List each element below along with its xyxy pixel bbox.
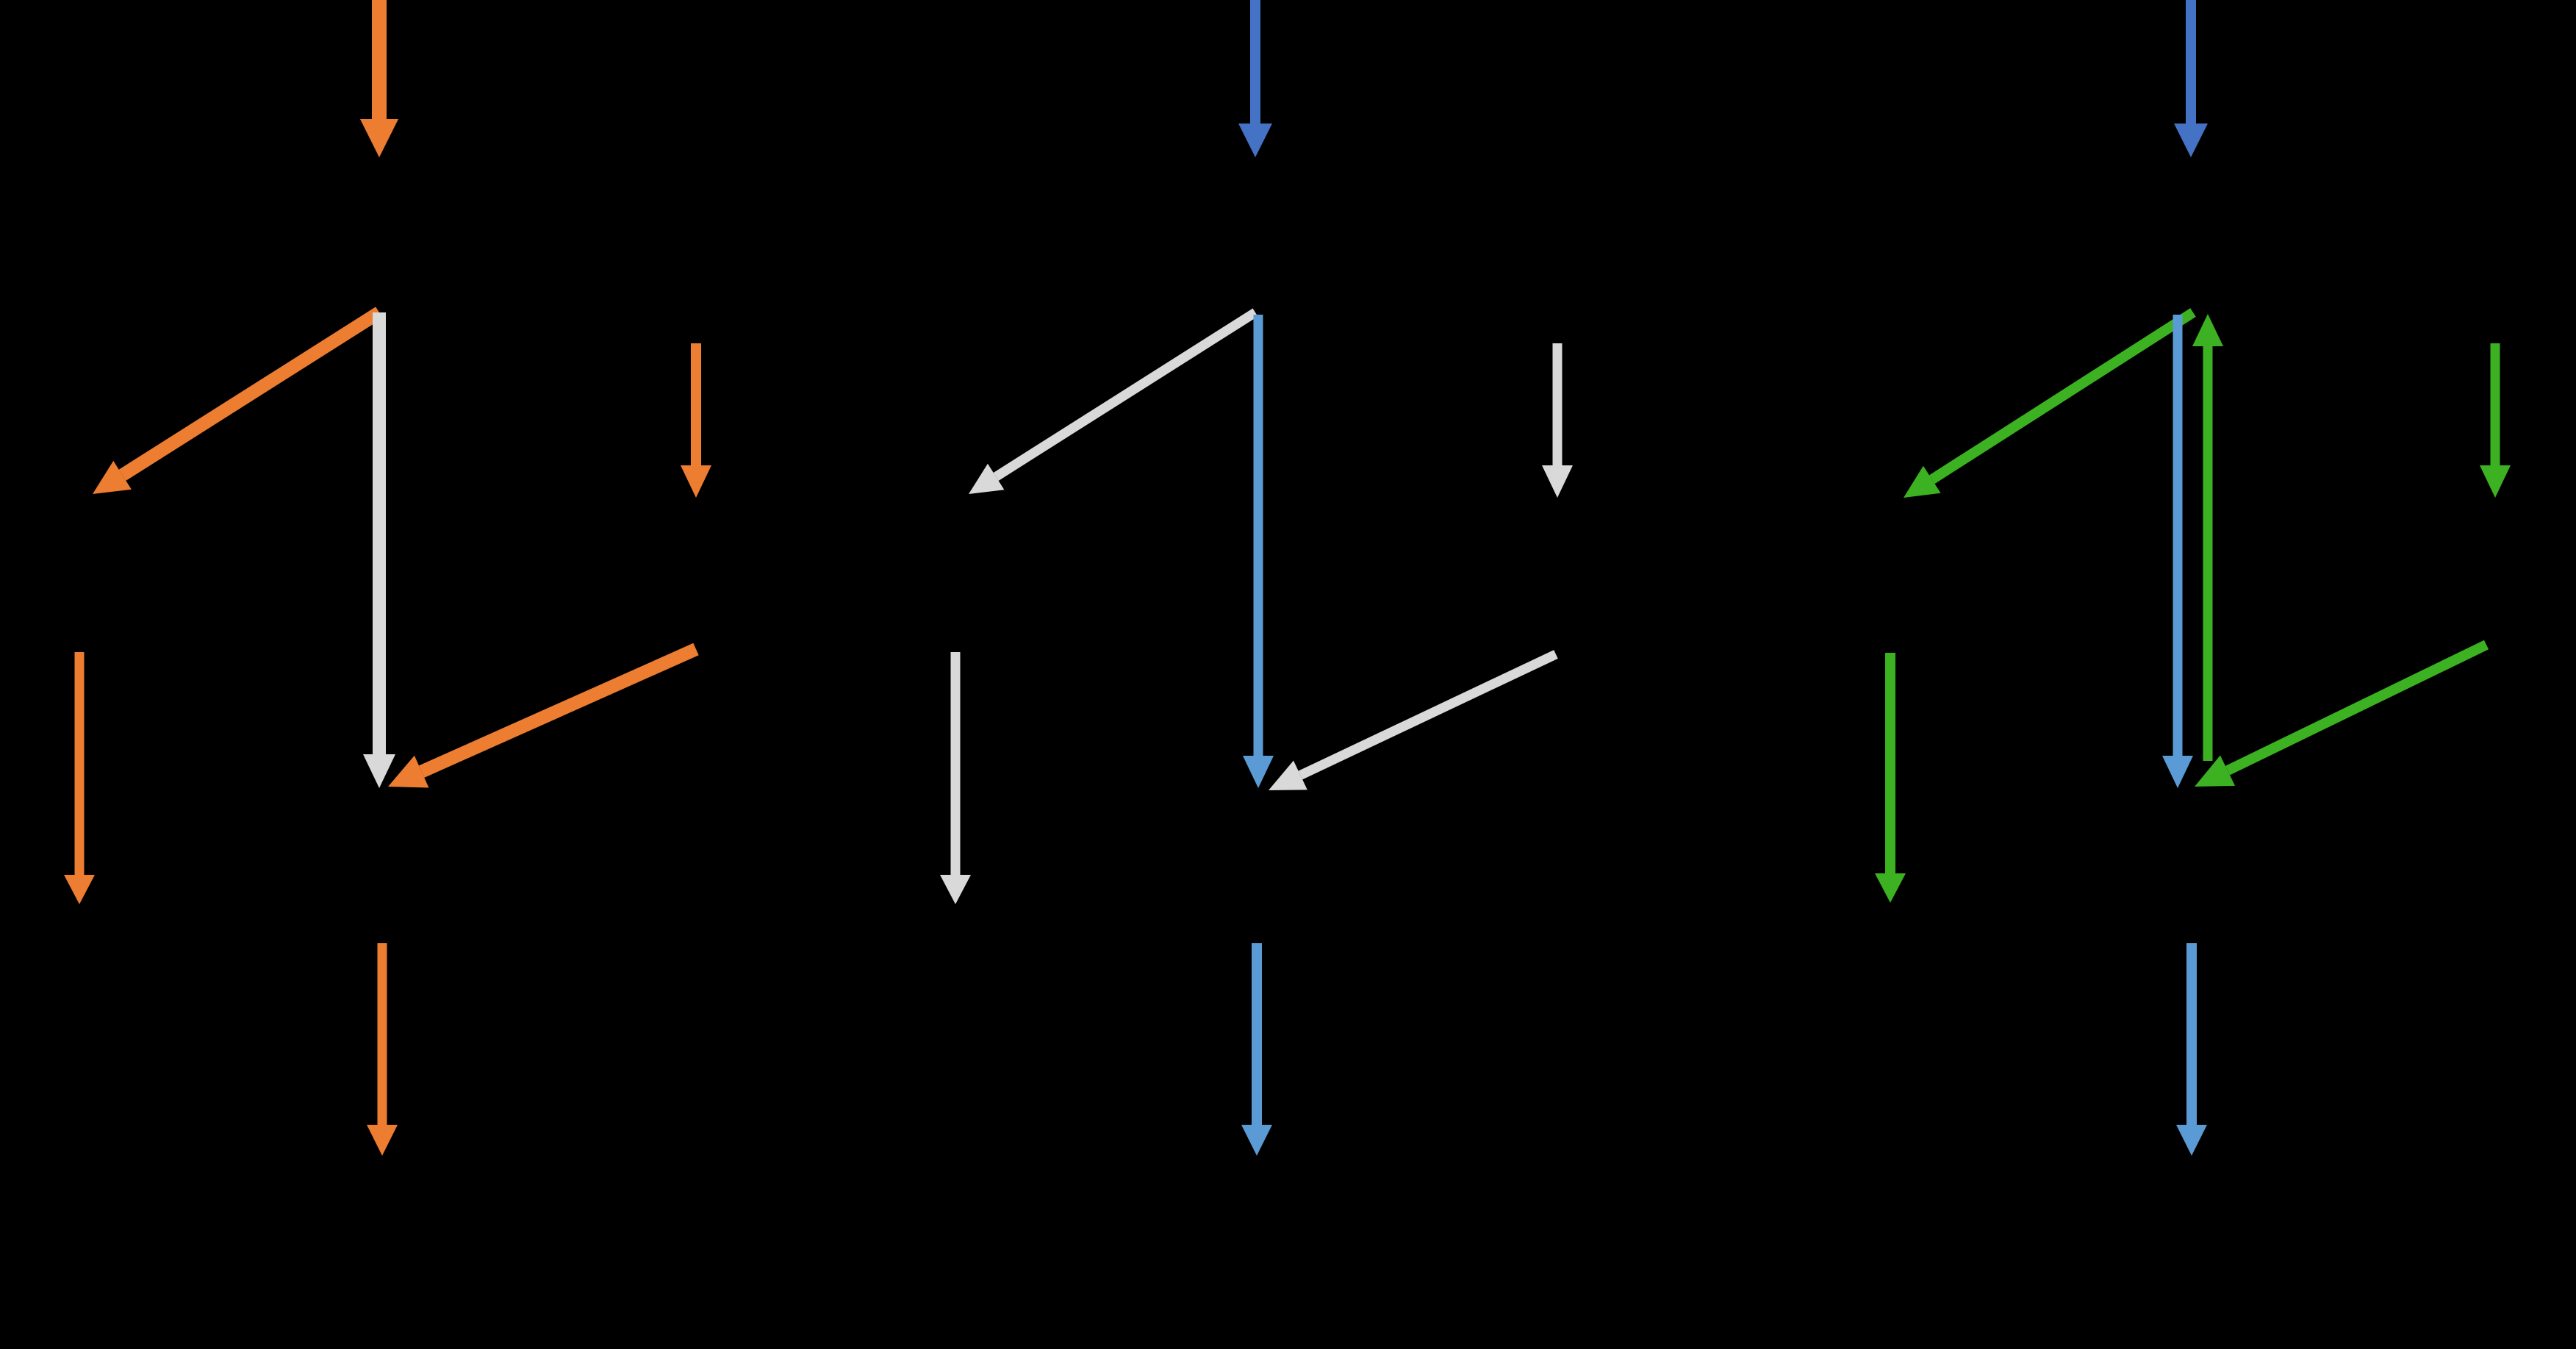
flow-diagram-right-right-short-arrow [2480,343,2511,498]
flow-diagram-center-center-vertical-arrow [1243,315,1274,788]
flow-diagram-center-right-short-arrow [1542,343,1573,498]
flow-diagram-left-center-vertical-arrow [363,312,395,788]
flow-diagram-right-diagonal-from-right-arrow [2195,640,2489,787]
flow-diagram-center-bottom-arrow [1241,943,1272,1156]
flow-diagram-right-top-arrow [2174,0,2208,157]
flow-diagram-center-diagonal-from-right-arrow [1269,650,1558,790]
flow-diagram-center-left-long-arrow [940,652,971,904]
flow-diagram-center [940,0,1573,1156]
flow-diagram-center-diagonal-to-lower-left-arrow [969,308,1258,494]
flow-diagram-right-bottom-arrow [2176,943,2207,1156]
flow-diagram-left-diagonal-to-lower-left-arrow [93,307,383,494]
flow-diagram-left-top-arrow [360,0,398,157]
flow-diagram-left [64,0,711,1156]
flow-diagram-left-left-long-arrow [64,652,95,904]
flow-diagram-left-right-short-arrow [681,343,711,498]
flow-diagram-center-top-arrow [1238,0,1272,157]
flow-diagram-left-bottom-arrow [367,943,398,1156]
flow-diagram-right-center-vertical-arrow [2162,315,2193,788]
flow-diagram-left-diagonal-from-right-arrow [388,643,699,788]
flow-diagram-right-left-long-arrow [1875,653,1906,903]
flow-diagram-right-diagonal-to-lower-left-arrow [1904,308,2196,498]
flow-diagram-right-upward-return-arrow [2192,314,2223,761]
flow-diagram-right [1875,0,2511,1156]
